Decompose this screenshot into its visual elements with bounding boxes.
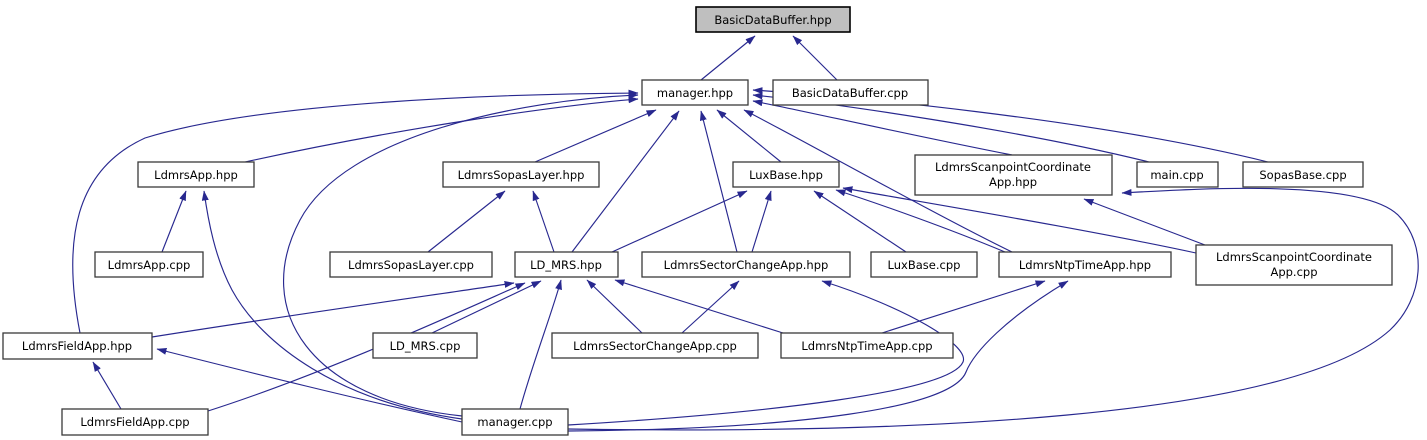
- node-luxbase-hpp[interactable]: LuxBase.hpp: [732, 161, 840, 188]
- edge-ldmrssectorchangeapp-cpp-ld-mrs-hpp: [586, 279, 643, 334]
- edge-ld-mrs-cpp-ld-mrs-hpp: [431, 280, 542, 334]
- edge-manager-cpp-ldmrsfieldapp-hpp: [156, 347, 463, 423]
- edge-ld-mrs-hpp-ldmrssopaslayer-hpp: [532, 190, 555, 253]
- node-ldmrsfieldapp-hpp[interactable]: LdmrsFieldApp.hpp: [2, 332, 153, 360]
- edge-ldmrsfieldapp-cpp-ldmrsfieldapp-hpp: [92, 361, 122, 410]
- node-basicdatabuffer-hpp[interactable]: BasicDataBuffer.hpp: [695, 6, 851, 33]
- node-manager-cpp[interactable]: manager.cpp: [461, 408, 569, 436]
- edge-manager-cpp-ld-mrs-hpp: [519, 279, 562, 410]
- edge-ld-mrs-hpp-manager-hpp: [571, 110, 680, 253]
- svg-text:BasicDataBuffer.cpp: BasicDataBuffer.cpp: [792, 86, 908, 100]
- svg-text:LdmrsApp.cpp: LdmrsApp.cpp: [108, 258, 191, 272]
- edge-manager-hpp-basicdatabuffer-hpp: [700, 35, 756, 81]
- svg-text:main.cpp: main.cpp: [1150, 168, 1203, 182]
- edge-manager-cpp-ldmrsapp-hpp: [201, 190, 463, 420]
- edge-basicdatabuffer-cpp-basicdatabuffer-hpp: [792, 35, 838, 81]
- node-manager-hpp[interactable]: manager.hpp: [641, 79, 749, 106]
- node-luxbase-cpp[interactable]: LuxBase.cpp: [870, 251, 978, 278]
- node-ldmrsntptimeapp-cpp[interactable]: LdmrsNtpTimeApp.cpp: [780, 332, 954, 359]
- svg-text:manager.cpp: manager.cpp: [477, 415, 552, 429]
- edge-group: [72, 35, 1419, 432]
- node-main-cpp[interactable]: main.cpp: [1136, 161, 1219, 188]
- svg-text:LdmrsSectorChangeApp.cpp: LdmrsSectorChangeApp.cpp: [573, 339, 737, 353]
- edge-ldmrsntptimeapp-cpp-ld-mrs-hpp: [614, 279, 784, 334]
- node-ldmrsscanpointcoordinateapp-cpp[interactable]: LdmrsScanpointCoordinate App.cpp: [1195, 244, 1393, 286]
- node-basicdatabuffer-cpp[interactable]: BasicDataBuffer.cpp: [772, 79, 929, 106]
- edge-luxbase-hpp-manager-hpp: [716, 109, 782, 163]
- edge-ldmrsapp-cpp-ldmrsapp-hpp: [161, 190, 187, 253]
- node-ld-mrs-cpp[interactable]: LD_MRS.cpp: [372, 332, 478, 359]
- svg-text:LdmrsFieldApp.hpp: LdmrsFieldApp.hpp: [22, 339, 132, 353]
- edge-ldmrssectorchangeapp-hpp-manager-hpp: [699, 110, 738, 253]
- node-ldmrsntptimeapp-hpp[interactable]: LdmrsNtpTimeApp.hpp: [998, 251, 1172, 278]
- svg-text:App.hpp: App.hpp: [989, 175, 1037, 189]
- edge-manager-cpp-manager-hpp: [283, 91, 639, 417]
- edge-manager-cpp-ldmrsscanpointcoordinateapp-hpp: [567, 187, 1419, 431]
- edge-manager-cpp-ldmrsntptimeapp-hpp: [567, 280, 1069, 432]
- node-ldmrssectorchangeapp-cpp[interactable]: LdmrsSectorChangeApp.cpp: [551, 332, 759, 359]
- edge-ldmrsntptimeapp-cpp-ldmrsntptimeapp-hpp: [881, 280, 1046, 334]
- edge-ldmrsscanpointcoordinateapp-hpp-manager-hpp: [752, 99, 1013, 156]
- svg-text:LdmrsSopasLayer.hpp: LdmrsSopasLayer.hpp: [458, 168, 585, 182]
- node-ldmrssopaslayer-hpp[interactable]: LdmrsSopasLayer.hpp: [442, 161, 600, 188]
- svg-text:LuxBase.cpp: LuxBase.cpp: [888, 258, 961, 272]
- edge-ldmrsfieldapp-hpp-ld-mrs-hpp: [151, 280, 515, 338]
- svg-text:App.cpp: App.cpp: [1270, 265, 1317, 279]
- svg-text:LuxBase.hpp: LuxBase.hpp: [749, 168, 823, 182]
- svg-text:LdmrsSopasLayer.cpp: LdmrsSopasLayer.cpp: [348, 258, 474, 272]
- edge-ldmrssopaslayer-cpp-ldmrssopaslayer-hpp: [427, 190, 506, 253]
- svg-text:LdmrsNtpTimeApp.cpp: LdmrsNtpTimeApp.cpp: [801, 339, 932, 353]
- node-ldmrsscanpointcoordinateapp-hpp[interactable]: LdmrsScanpointCoordinate App.hpp: [914, 154, 1113, 196]
- svg-text:LD_MRS.hpp: LD_MRS.hpp: [530, 258, 602, 272]
- node-ldmrsapp-cpp[interactable]: LdmrsApp.cpp: [94, 251, 204, 278]
- node-ldmrsapp-hpp[interactable]: LdmrsApp.hpp: [137, 161, 255, 188]
- edge-ldmrssectorchangeapp-cpp-ldmrssectorchangeapp-hpp: [681, 280, 740, 334]
- svg-text:LdmrsScanpointCoordinate: LdmrsScanpointCoordinate: [935, 160, 1091, 174]
- svg-text:LdmrsNtpTimeApp.hpp: LdmrsNtpTimeApp.hpp: [1019, 258, 1151, 272]
- edge-ldmrsscanpointcoordinateapp-cpp-luxbase-hpp: [842, 186, 1197, 254]
- svg-text:LdmrsSectorChangeApp.hpp: LdmrsSectorChangeApp.hpp: [664, 258, 829, 272]
- edge-ldmrssectorchangeapp-hpp-luxbase-hpp: [751, 190, 772, 253]
- node-sopasbase-cpp[interactable]: SopasBase.cpp: [1242, 161, 1364, 188]
- svg-text:LD_MRS.cpp: LD_MRS.cpp: [390, 339, 461, 353]
- edge-manager-cpp-ldmrssectorchangeapp-hpp: [567, 280, 964, 426]
- edge-ldmrsntptimeapp-hpp-luxbase-hpp: [835, 189, 1006, 253]
- node-ldmrssopaslayer-cpp[interactable]: LdmrsSopasLayer.cpp: [329, 251, 493, 278]
- node-ld-mrs-hpp[interactable]: LD_MRS.hpp: [514, 251, 619, 278]
- svg-text:SopasBase.cpp: SopasBase.cpp: [1259, 168, 1346, 182]
- svg-text:manager.hpp: manager.hpp: [657, 86, 733, 100]
- svg-text:LdmrsFieldApp.cpp: LdmrsFieldApp.cpp: [80, 415, 189, 429]
- node-ldmrssectorchangeapp-hpp[interactable]: LdmrsSectorChangeApp.hpp: [641, 251, 851, 278]
- edge-ldmrsscanpointcoordinateapp-cpp-ldmrsscanpointcoordinateapp-hpp: [1083, 198, 1206, 246]
- svg-text:BasicDataBuffer.hpp: BasicDataBuffer.hpp: [714, 13, 831, 27]
- edge-ldmrsapp-hpp-manager-hpp: [244, 96, 639, 163]
- node-ldmrsfieldapp-cpp[interactable]: LdmrsFieldApp.cpp: [61, 408, 209, 436]
- svg-text:LdmrsApp.hpp: LdmrsApp.hpp: [154, 168, 238, 182]
- edge-ldmrssopaslayer-hpp-manager-hpp: [534, 109, 657, 163]
- edge-ldmrsntptimeapp-hpp-manager-hpp: [743, 109, 1013, 253]
- svg-text:LdmrsScanpointCoordinate: LdmrsScanpointCoordinate: [1216, 250, 1372, 264]
- edge-luxbase-cpp-luxbase-hpp: [813, 190, 907, 253]
- edge-ld-mrs-hpp-luxbase-hpp: [611, 190, 748, 253]
- edge-ldmrsfieldapp-hpp-manager-hpp: [72, 89, 639, 334]
